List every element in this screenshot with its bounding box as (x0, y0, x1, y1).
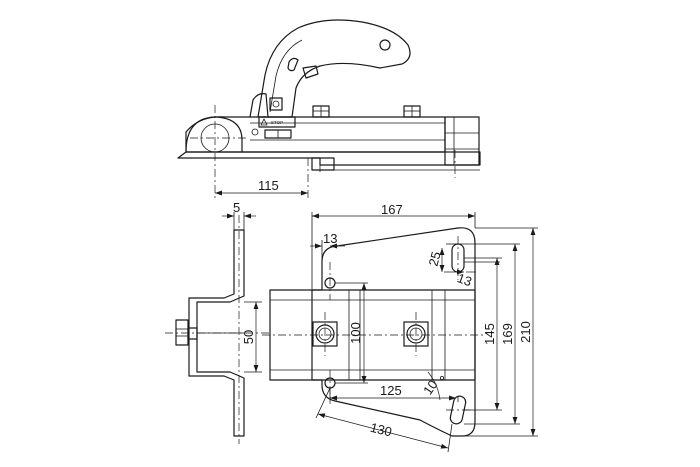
drawbar-tube (444, 116, 480, 166)
dimension-10-degree: 10 (420, 371, 470, 401)
dim-167-text: 167 (381, 202, 403, 217)
stop-indicator-label (258, 116, 296, 128)
dim-115-text: 115 (258, 178, 279, 193)
handle-slot (287, 57, 299, 72)
dim-13-right-text: 13 (455, 270, 474, 289)
mechanism-block (269, 97, 283, 111)
dim-25-text: 25 (426, 250, 444, 268)
coupling-top-view (262, 227, 485, 437)
handle-pivot-hole (379, 39, 391, 51)
dim-169-text: 169 (500, 323, 515, 345)
dimension-210: 210 (462, 227, 538, 437)
lower-bracket (311, 157, 335, 171)
lever-pawl (302, 65, 319, 79)
housing-body (185, 116, 446, 153)
bolt-right (403, 105, 421, 118)
end-view-plate (188, 229, 245, 437)
bolt-left (312, 105, 330, 118)
ball-socket (185, 116, 243, 153)
dim-145-text: 145 (482, 323, 497, 345)
dim-125-text: 125 (380, 383, 402, 398)
dim-50-text: 50 (241, 330, 256, 344)
dimension-145: 145 (464, 257, 502, 411)
stop-label-text: STOP (271, 120, 283, 125)
coupling-side-view: STOP (177, 19, 481, 198)
dimension-130: 130 (315, 387, 453, 453)
dimension-125: 125 (329, 383, 459, 402)
end-view-bolt-head (175, 319, 189, 346)
dimension-167: 167 (311, 202, 476, 290)
dimension-13-right: 13 (444, 261, 500, 289)
dimension-25: 25 (426, 243, 458, 272)
slot-hole-bottom (449, 395, 467, 425)
dim-210-text: 210 (518, 321, 533, 343)
safety-button[interactable] (249, 93, 269, 118)
dim-10-text: 10 (420, 377, 441, 397)
coupling-end-view: 5 50 (165, 200, 270, 444)
dim-13-top-text: 13 (323, 231, 337, 246)
dim-5-text: 5 (233, 200, 240, 215)
coupling-handle[interactable] (257, 19, 411, 118)
dimension-13-top: 13 (310, 231, 345, 262)
dim-100-text: 100 (348, 322, 363, 344)
dimension-115: 115 (215, 178, 308, 196)
dimension-100: 100 (335, 282, 368, 384)
dim-130-text: 130 (369, 420, 394, 440)
dimension-169: 169 (458, 243, 520, 425)
